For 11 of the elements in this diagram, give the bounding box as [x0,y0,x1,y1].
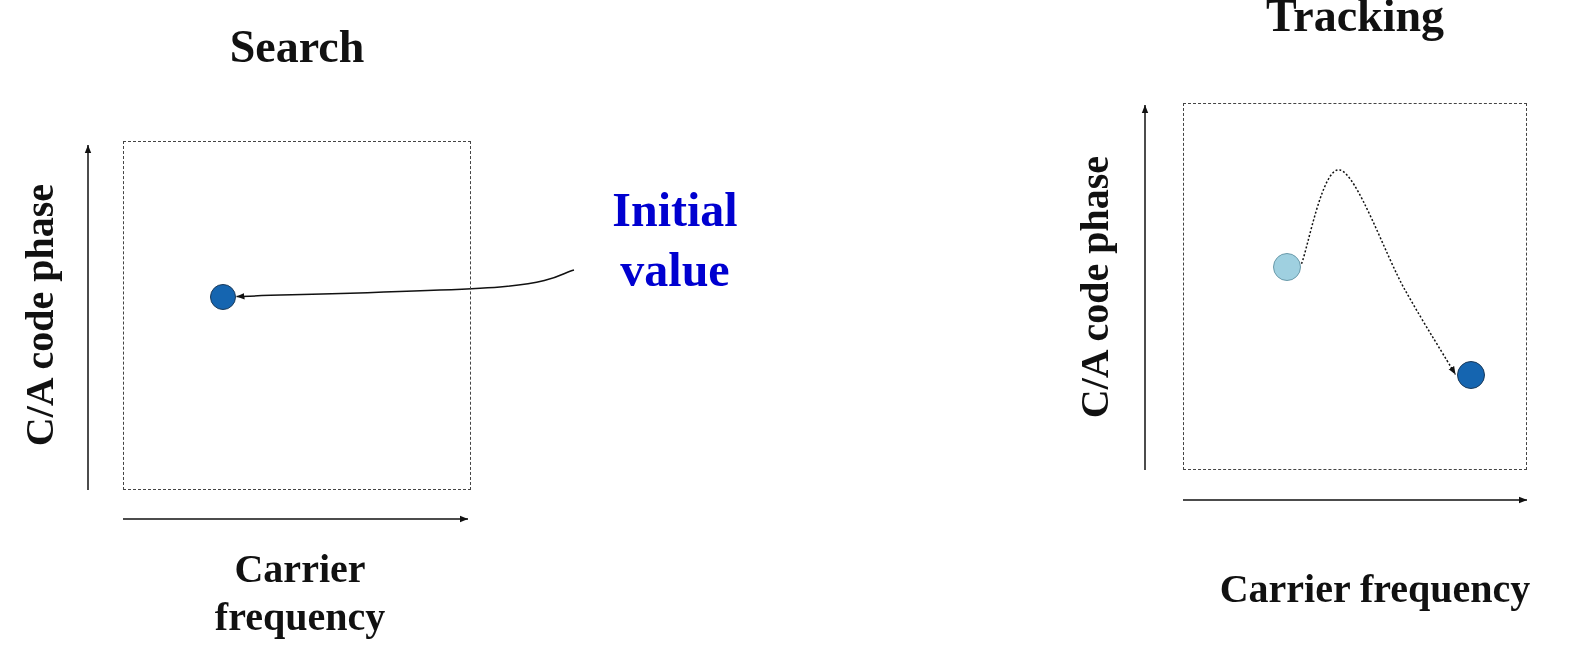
arrow [235,269,575,300]
point-marker [1272,252,1301,281]
point-marker [209,283,236,310]
axis-label: Carrier frequency [1218,565,1532,613]
axis-label: C/A code phase [1071,155,1118,419]
axis-label: C/A code phase [16,183,63,447]
panel-title: Search [229,20,365,73]
callout-text: Initial value [575,180,775,300]
point-marker [1456,360,1485,389]
arrow [1300,169,1457,376]
axis-label: Carrier frequency [213,545,387,641]
